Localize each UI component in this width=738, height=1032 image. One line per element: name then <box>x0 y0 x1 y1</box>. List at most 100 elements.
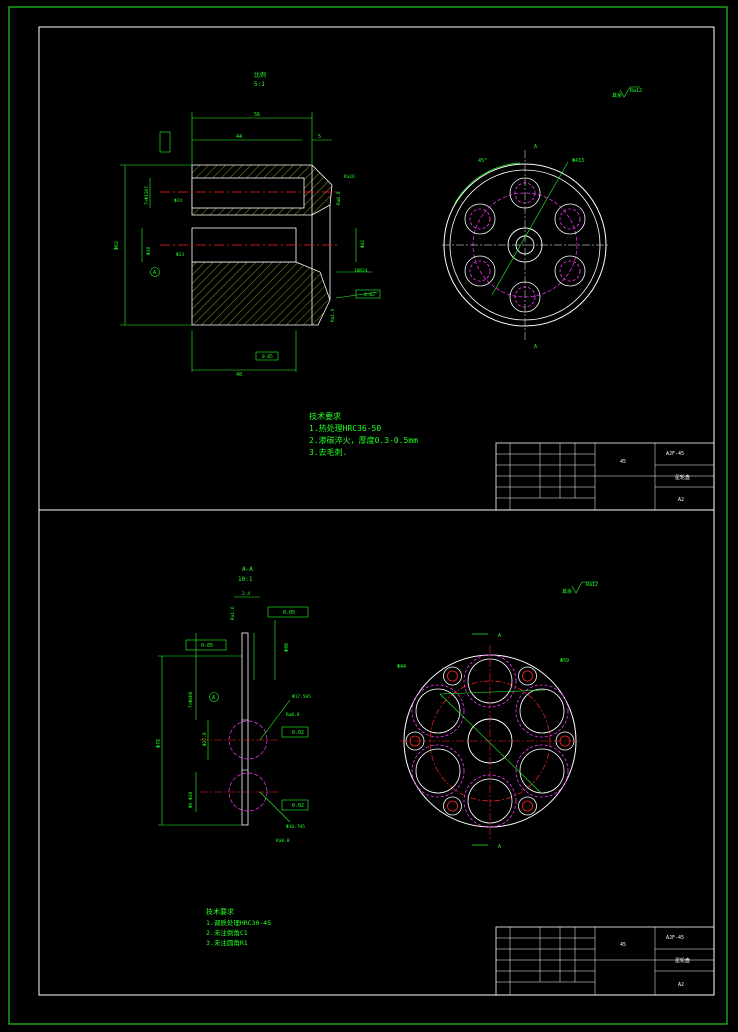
sheet2-section-title: A-A <box>242 566 253 573</box>
sheet1-title-block: 45 AJF-45 星轮盘 A2 <box>495 442 715 511</box>
sheet2-roughness-value: Ra12 <box>586 582 598 588</box>
s2-datum-label: A <box>212 695 215 701</box>
dim-ra1: Ra1.6 <box>330 308 336 322</box>
tol-value-1: 0.05 <box>262 354 273 360</box>
s2-dim-ra-a: Ra0.8 <box>286 712 300 718</box>
angle-arc <box>454 162 521 204</box>
notes1-line3: 3.去毛刺. <box>309 447 347 457</box>
s2-dim-59: Φ59 <box>560 658 569 664</box>
sheet2-scale: 10:1 <box>238 576 253 583</box>
s2-dim-ra-b: Ra0.8 <box>276 838 290 844</box>
s2-dim-78: Φ78 <box>156 739 162 748</box>
outer-frame <box>8 6 728 1025</box>
s2-dim-6-28: Φ6-Φ28 <box>188 791 194 808</box>
tb1-material: 45 <box>620 459 626 465</box>
dim-bore2: Φ23 <box>176 252 184 258</box>
s2-bore <box>415 688 461 734</box>
tb2-drawing-no: AJF-45 <box>666 935 684 941</box>
s2-bore-hidden <box>515 744 569 798</box>
dim-small: Φ24 <box>174 198 182 204</box>
sheet2-title-block: 45 AJF-45 星轮盘 A2 <box>495 926 715 996</box>
tol-frame-s2d <box>281 799 309 811</box>
planet-hole <box>464 255 496 287</box>
sheet1-roughness-value: Ra12 <box>630 88 642 94</box>
section-mark-bottom: A <box>534 344 537 350</box>
dim-height: Φ62 <box>114 241 120 250</box>
tolerance-frame-side <box>355 289 381 299</box>
dim-inner-length: 44 <box>236 134 242 140</box>
notes2-line3: 3.未注圆角R1 <box>206 938 248 947</box>
tb2-sheet: A2 <box>678 982 684 988</box>
s2-dim-24: 2.4 <box>242 591 250 597</box>
section-mark-top: A <box>534 144 537 150</box>
s2-bore <box>519 688 565 734</box>
s2-tol-2: 0.05 <box>201 643 213 649</box>
datum-a-circle <box>150 267 160 277</box>
s2-pin-hole <box>518 796 537 816</box>
dim-overall-len: 48 <box>236 372 242 378</box>
lower-hatched-body <box>191 261 331 326</box>
notes1-line2: 2.渗碳淬火，厚度0.3-0.5mm <box>309 435 418 445</box>
s2-pin-hole-inner <box>522 800 533 812</box>
sheet2-roughness-note: 其余 <box>562 588 572 595</box>
dim-ra-top: Ra16 <box>344 174 355 180</box>
planet-hole <box>554 255 586 287</box>
upper-bore <box>191 177 305 209</box>
notes2-line2: 2.未注倒角C1 <box>206 928 248 937</box>
planet-hole-hidden <box>469 260 491 282</box>
s2-pin-hole-inner <box>447 800 458 812</box>
tb1-drawing-no: AJF-45 <box>666 451 684 457</box>
sheet2-border <box>38 509 715 996</box>
sheet1-front-view: 其余 Ra12 45° Φ433 A A <box>442 86 642 350</box>
sheet2-section-view: A-A 10:1 0.05 0.05 0.02 0.02 <box>156 566 311 844</box>
dim-ra2: Ra0.8 <box>336 191 342 205</box>
dim-bore4: Φ42 <box>360 240 366 248</box>
plate-outline <box>241 632 249 826</box>
s2-leader-1 <box>439 689 546 695</box>
s2-section-mark-top: A <box>498 633 501 639</box>
tb1-sheet: A2 <box>678 497 684 503</box>
sheet2-front-view: 其余 Ra12 Φ44 Φ59 A A <box>397 581 598 850</box>
lower-bore <box>191 227 297 263</box>
s2-bore <box>519 748 565 794</box>
planet-hole-hidden <box>469 208 491 230</box>
s2-pin-hole <box>518 666 537 686</box>
notes2-heading: 技术要求 <box>206 907 234 916</box>
sheet1-scale-label: 比例 <box>254 71 266 79</box>
s2-pin-hole <box>443 796 462 816</box>
tb2-part-name: 星轮盘 <box>675 957 690 964</box>
tol-frame-s2c <box>281 726 309 738</box>
tol-value-2: 0.02 <box>364 292 375 298</box>
s2-bore-hidden <box>411 684 465 738</box>
planet-hole <box>464 203 496 235</box>
tb1-part-name: 星轮盘 <box>675 474 690 481</box>
planet-hole-hidden <box>559 208 581 230</box>
sheet1-scale-value: 5:1 <box>254 81 265 88</box>
s2-tol-1: 0.05 <box>283 610 295 616</box>
tolerance-frame-bottom <box>255 351 279 361</box>
s2-dim-fit2: Φ16.7H5 <box>286 824 305 830</box>
sheet1-notes: 技术要求 1.热处理HRC36-50 2.渗碳淬火，厚度0.3-0.5mm 3.… <box>309 411 418 457</box>
tb2-material: 45 <box>620 942 626 948</box>
s2-dim-27: Φ27.8 <box>202 732 208 746</box>
planet-hole-hidden <box>559 260 581 282</box>
s2-bore-hidden <box>411 744 465 798</box>
datum-a-label: A <box>153 270 156 276</box>
sheet2-notes: 技术要求 1.调质处理HRC30-45 2.未注倒角C1 3.未注圆角R1 <box>206 907 271 947</box>
planet-hole <box>554 203 586 235</box>
sheet1-section-view: 比例 5:1 <box>114 71 381 378</box>
s2-tol-3: 0.02 <box>292 730 304 736</box>
notes1-line1: 1.热处理HRC36-50 <box>309 423 381 433</box>
dim-face: 10R24 <box>354 268 368 274</box>
dim-total-length: 56 <box>254 112 260 118</box>
s2-dim-44: Φ44 <box>397 664 406 670</box>
notes1-heading: 技术要求 <box>309 411 341 421</box>
tol-frame-s2b <box>185 639 227 651</box>
s2-pin-hole-inner <box>522 670 533 682</box>
tolerance-frame-top <box>159 131 171 153</box>
s2-dim-fit1: Φ17.5H5 <box>292 694 311 700</box>
pcd-leader <box>491 161 569 296</box>
dim-angle: 45° <box>478 158 487 164</box>
s2-dim-40: Φ40 <box>284 643 290 652</box>
